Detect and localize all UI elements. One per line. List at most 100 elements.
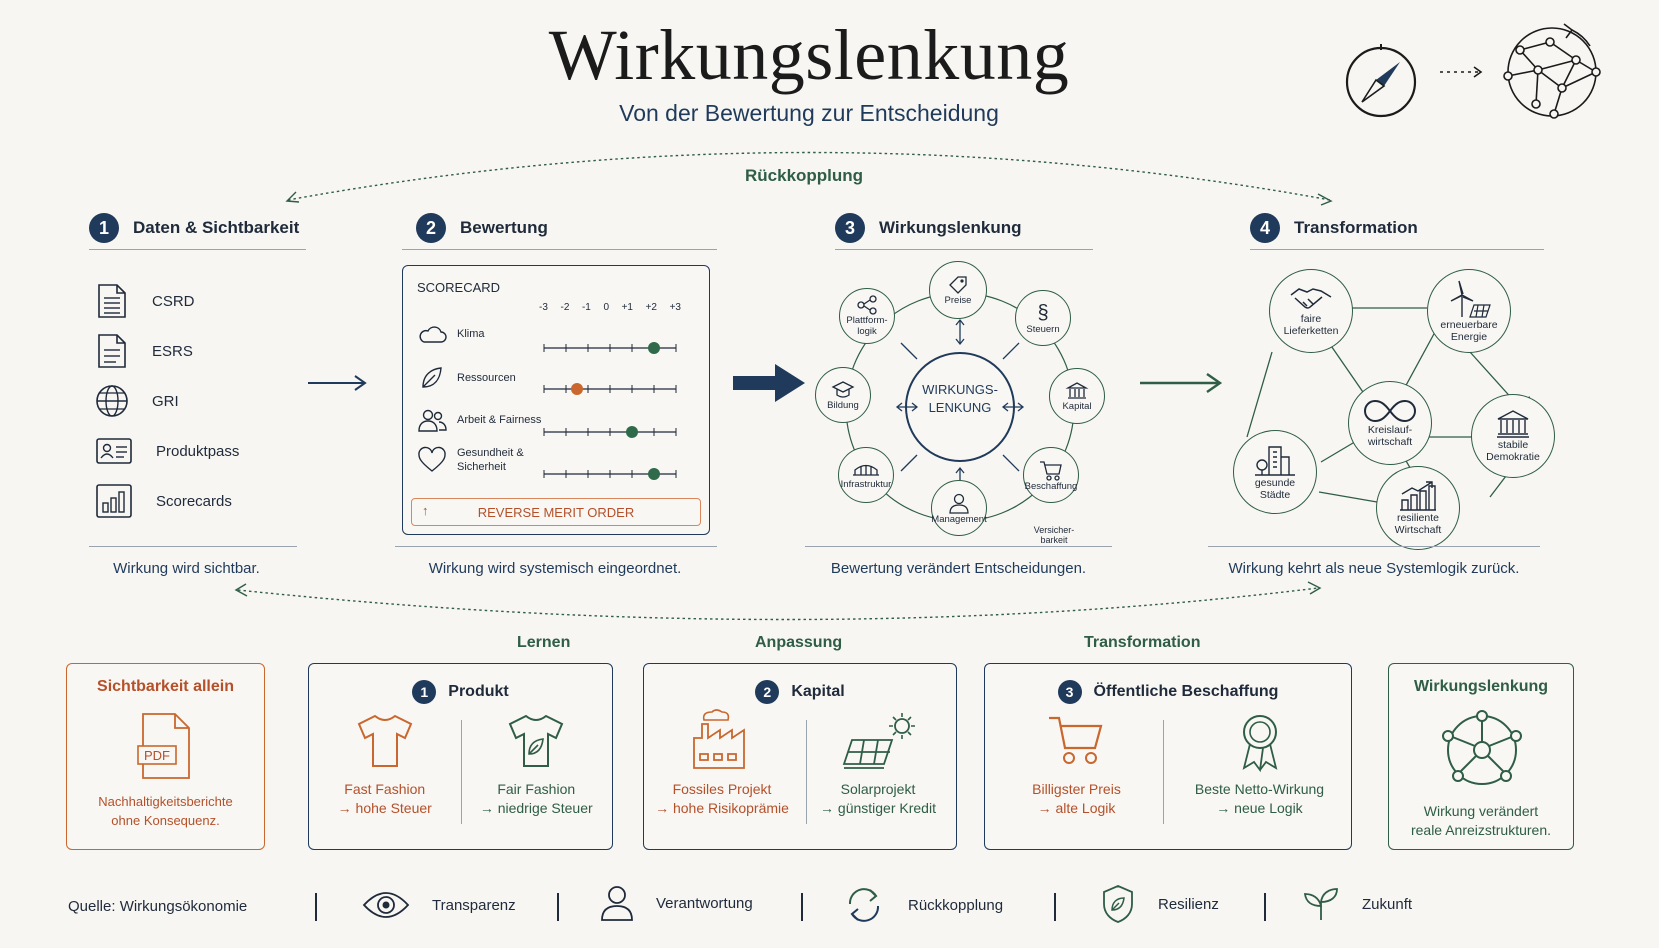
growth-chart-icon xyxy=(1400,481,1436,511)
steering-card-title: Wirkungslenkung xyxy=(1413,678,1549,695)
pdf-label: PDF xyxy=(144,748,170,763)
step-2-caption: Wirkung wird systemisch eingeordnet. xyxy=(428,560,682,577)
source-item: ESRS xyxy=(96,326,239,376)
score-marker[interactable] xyxy=(626,426,638,438)
example-left-line2: → hohe Steuer xyxy=(337,800,432,816)
hub-node-beschaffung: Beschaffung xyxy=(1023,447,1079,503)
example-left-line2: → alte Logik xyxy=(1037,800,1116,816)
score-marker[interactable] xyxy=(571,383,583,395)
scorecard-title: SCORECARD xyxy=(417,280,501,295)
example-number: 2 xyxy=(755,680,780,704)
bridge-icon xyxy=(853,464,879,476)
tag-icon xyxy=(949,275,967,294)
scale-tick: -2 xyxy=(560,302,570,313)
scorecard-row: Klima xyxy=(417,322,557,346)
reverse-merit-order-button[interactable]: ↑ REVERSE MERIT ORDER xyxy=(411,498,701,526)
legend-resilience: Resilienz xyxy=(1100,884,1219,924)
source-label: Scorecards xyxy=(156,492,232,510)
dotted-arrow-icon xyxy=(1440,66,1483,78)
step-3-number: 3 xyxy=(835,213,865,243)
header-illustration xyxy=(1345,23,1601,119)
example-right-line1: Beste Netto-Wirkung xyxy=(1194,781,1325,797)
step-2-number: 2 xyxy=(416,213,446,243)
city-icon xyxy=(1255,446,1295,476)
hub-node-label: Plattform- logik xyxy=(846,315,888,337)
hub-node-infrastruktur: Infrastruktur xyxy=(838,447,894,503)
document-icon xyxy=(98,334,126,368)
step-1-header: 1 Daten & Sichtbarkeit xyxy=(89,213,299,243)
footer-source: Quelle: Wirkungsökonomie xyxy=(68,898,248,915)
transformation-node-label: resiliente Wirtschaft xyxy=(1394,512,1442,536)
visibility-card-text: Nachhaltigkeitsberichte ohne Konsequenz. xyxy=(98,794,233,828)
cycle-arrows-icon xyxy=(848,888,880,922)
step-4-bottom-rule xyxy=(1208,546,1540,547)
example-left: Fast Fashion→ hohe Steuer xyxy=(309,710,461,840)
hub-center-label: WIRKUNGS- LENKUNG xyxy=(922,382,998,415)
hub-node-label: Bildung xyxy=(827,399,859,411)
legend-responsibility: Verantwortung xyxy=(600,884,753,922)
transformation-node: resiliente Wirtschaft xyxy=(1376,466,1460,550)
scorecard-scale: -3 -2 -1 0 +1 +2 +3 xyxy=(539,302,681,313)
example-card-header: 2 Kapital xyxy=(644,680,956,704)
transformation-node: Kreislauf- wirtschaft xyxy=(1348,381,1432,465)
step-4-title: Transformation xyxy=(1294,218,1418,237)
source-item: Produktpass xyxy=(96,426,239,476)
score-marker[interactable] xyxy=(648,342,660,354)
step-3-rule xyxy=(835,249,1093,250)
footer-separator xyxy=(1264,893,1266,921)
hub-node-label: Preise xyxy=(944,294,972,306)
example-right-line1: Solarprojekt xyxy=(840,781,916,797)
scorecard-row: Ressourcen xyxy=(417,365,557,391)
cloud-icon xyxy=(419,326,447,343)
source-item: GRI xyxy=(96,376,239,426)
sprout-icon xyxy=(1303,888,1338,920)
example-right-text: Fair Fashion→ niedrige Steuer xyxy=(480,780,593,818)
paragraph-icon: § xyxy=(1037,301,1049,324)
example-left: Fossiles Projekt→ hohe Risikoprämie xyxy=(644,709,800,840)
example-left: Billigster Preis→ alte Logik xyxy=(985,710,1168,840)
heart-icon xyxy=(418,446,446,472)
scorecard-scales xyxy=(543,342,677,480)
scorecard-row-label: Arbeit & Fairness xyxy=(457,414,542,426)
example-divider xyxy=(1163,720,1165,824)
footer-separator xyxy=(1054,893,1056,921)
footer-separator xyxy=(315,893,317,921)
transformation-node: faire Lieferketten xyxy=(1269,269,1353,353)
legend-label: Rückkopplung xyxy=(908,896,1004,914)
step-1-rule xyxy=(89,249,306,250)
source-label: Produktpass xyxy=(156,442,240,460)
example-title: Produkt xyxy=(448,683,509,700)
example-left-text: Fossiles Projekt→ hohe Risikoprämie xyxy=(655,780,789,818)
example-divider xyxy=(461,720,463,824)
hub-node-label: Infrastruktur xyxy=(840,478,892,490)
step-3-title: Wirkungslenkung xyxy=(879,218,1022,237)
hub-node-bildung: Bildung xyxy=(815,367,871,423)
step-4-caption: Wirkung kehrt als neue Systemlogik zurüc… xyxy=(1228,560,1520,577)
id-card-icon xyxy=(96,438,132,464)
example-right-text: Solarprojekt→ günstiger Kredit xyxy=(820,780,936,818)
feedback-label: Rückkopplung xyxy=(745,166,864,185)
step-4-header: 4 Transformation xyxy=(1250,213,1418,243)
scorecard-row-label: Ressourcen xyxy=(457,372,516,384)
cart-icon xyxy=(1040,460,1062,481)
score-marker[interactable] xyxy=(648,468,660,480)
step-4-number: 4 xyxy=(1250,213,1280,243)
transformation-node: stabile Demokratie xyxy=(1471,394,1555,478)
source-item: Scorecards xyxy=(96,476,239,526)
source-list: CSRD ESRS GRI Produktpass Scorecards xyxy=(96,276,239,526)
legend-feedback: Rückkopplung xyxy=(842,886,1003,924)
scorecard-row: Gesundheit & Sicherheit xyxy=(417,446,557,474)
example-card-procurement: 3 Öffentliche Beschaffung Billigster Pre… xyxy=(984,663,1352,850)
example-right: Fair Fashion→ niedrige Steuer xyxy=(461,710,613,840)
step-1-number: 1 xyxy=(89,213,119,243)
scorecard-row-label: Gesundheit & Sicherheit xyxy=(457,447,524,473)
step-2-rule xyxy=(402,249,717,250)
reverse-merit-order-label: REVERSE MERIT ORDER xyxy=(477,504,635,520)
visibility-card-title: Sichtbarkeit allein xyxy=(97,678,234,695)
example-left-line1: Fossiles Projekt xyxy=(672,781,772,797)
step-2-bottom-rule xyxy=(395,546,717,547)
transformation-node: erneuerbare Energie xyxy=(1427,269,1511,353)
legend-label: Transparenz xyxy=(432,896,516,914)
transformation-node-label: stabile Demokratie xyxy=(1486,439,1540,463)
bank-icon xyxy=(1065,381,1089,399)
